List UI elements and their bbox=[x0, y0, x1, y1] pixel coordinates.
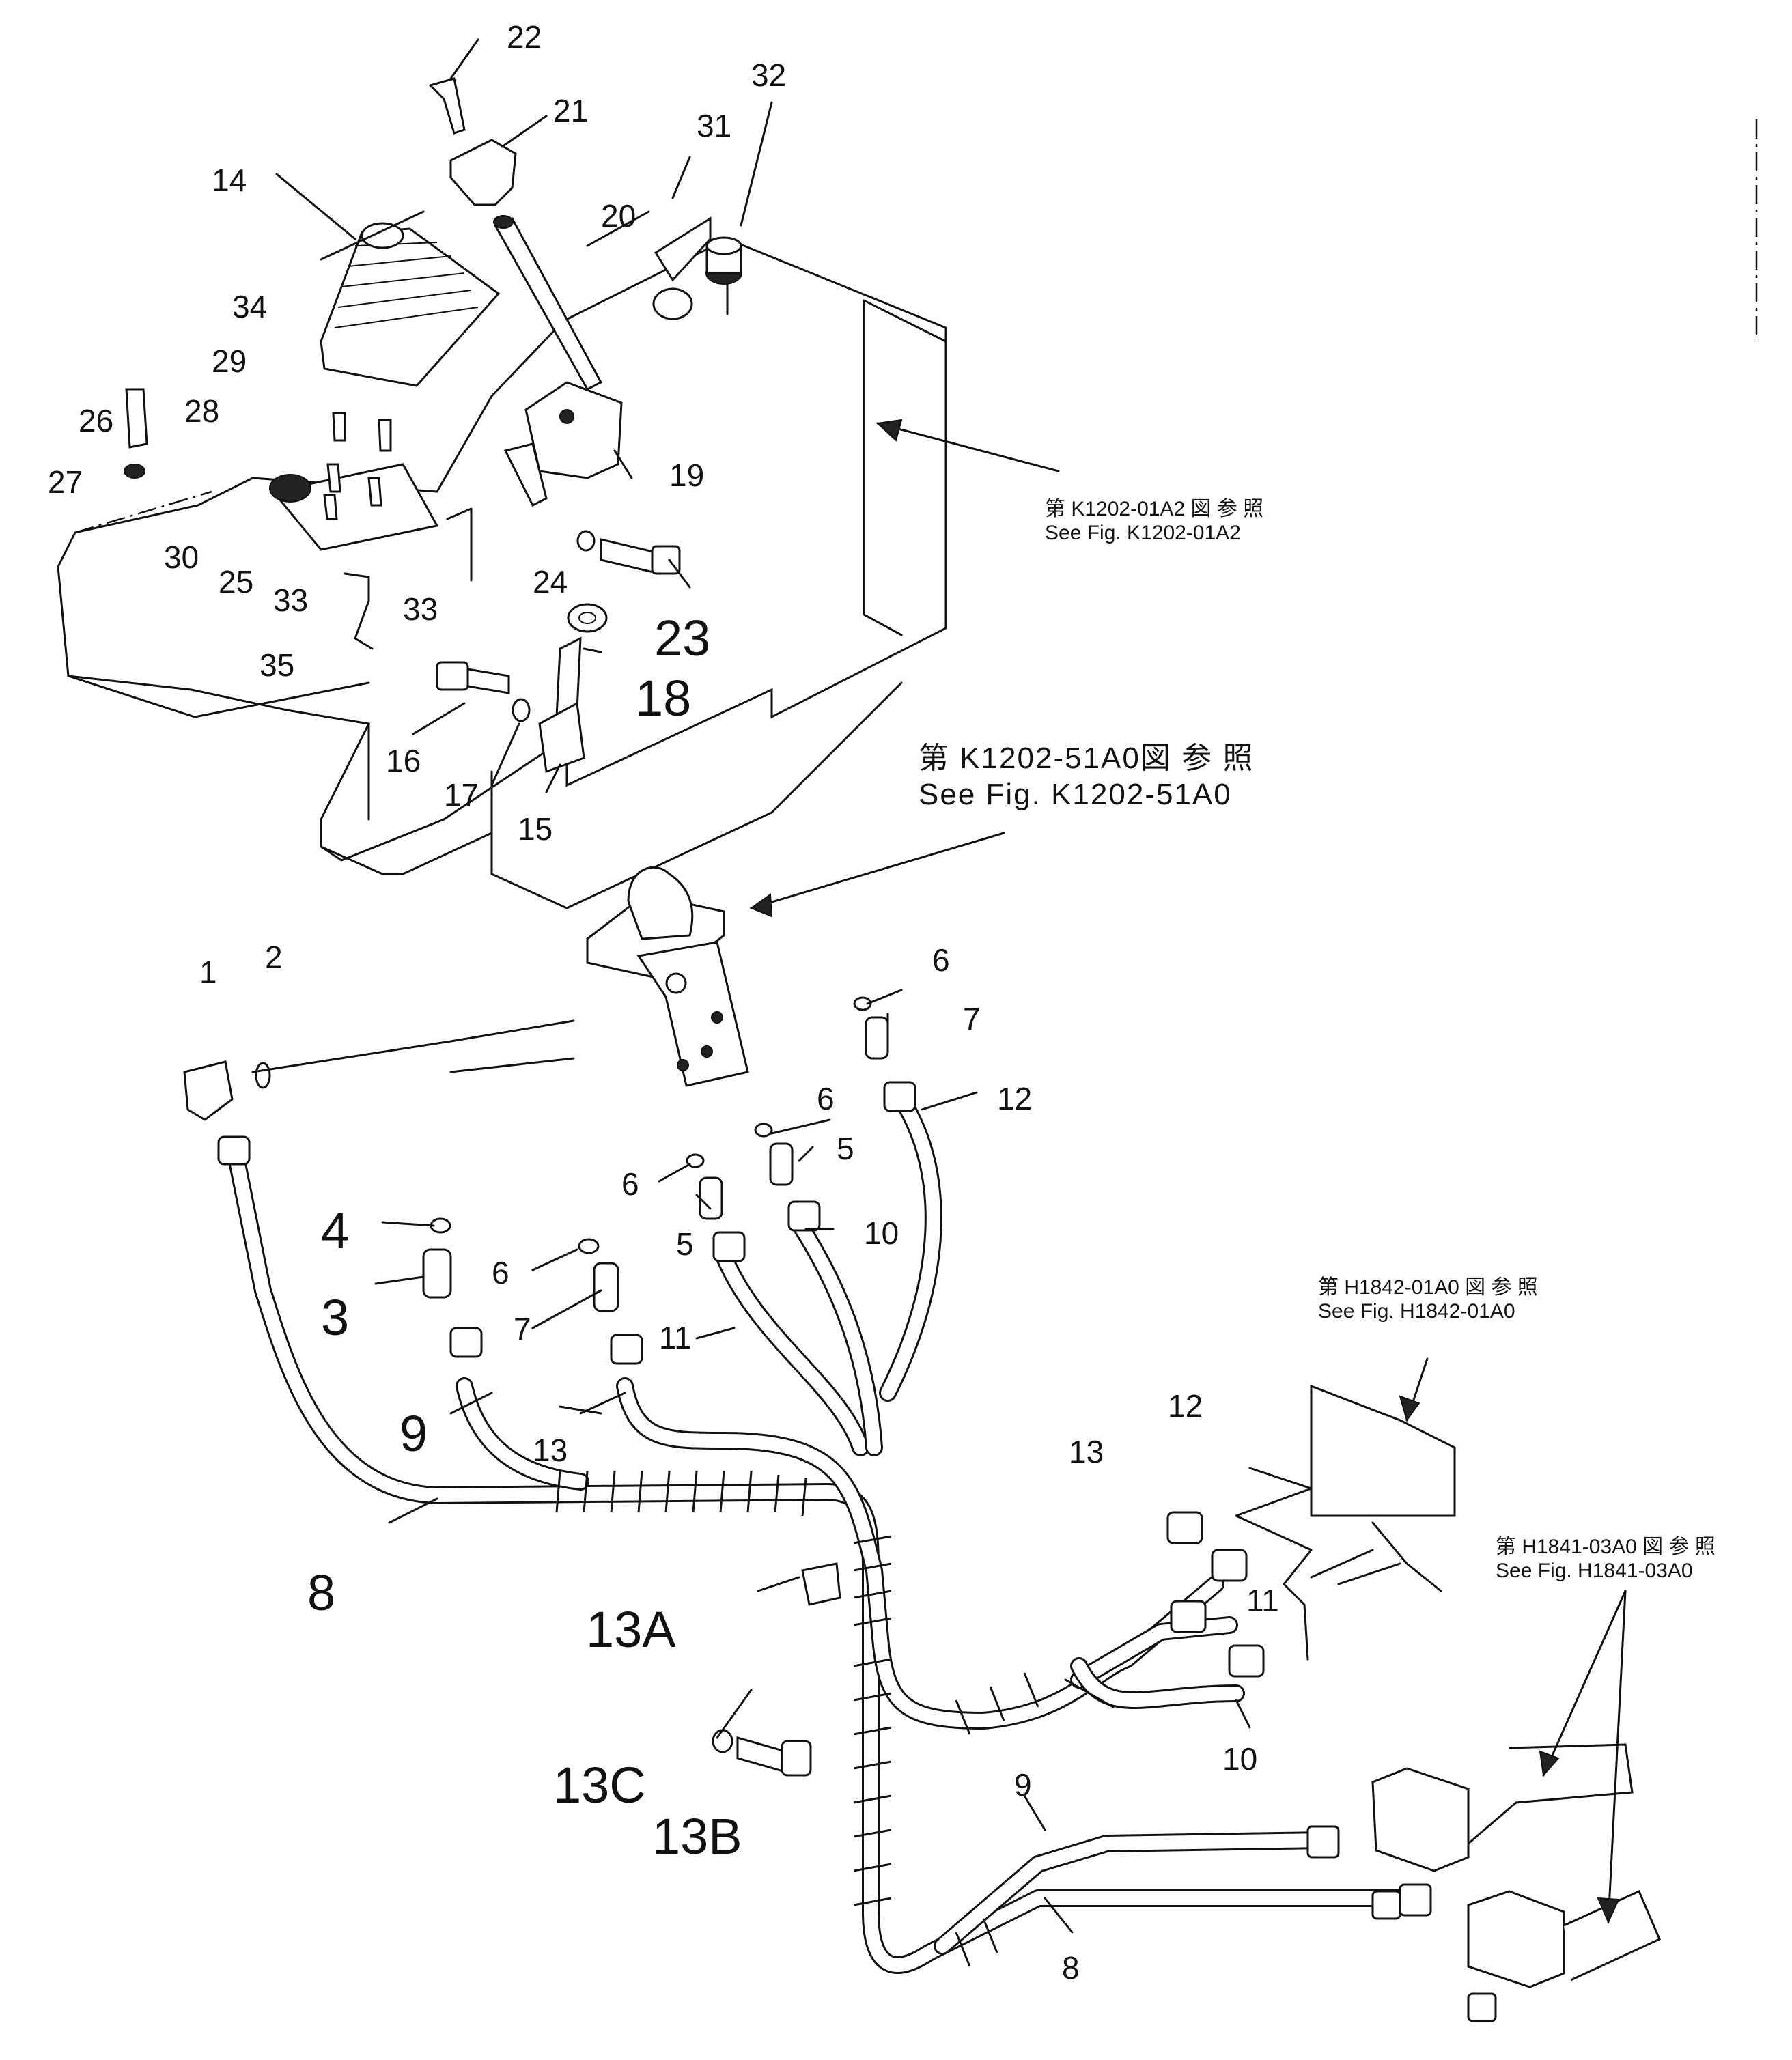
ppc-valve bbox=[586, 866, 749, 1087]
hose-bundle bbox=[227, 1090, 1423, 1974]
label-33a: 33 bbox=[273, 582, 308, 618]
bolt-13b bbox=[736, 1736, 812, 1777]
wire-35 bbox=[344, 572, 374, 650]
label-5a: 5 bbox=[837, 1131, 854, 1166]
label-13a: 13 bbox=[533, 1433, 568, 1468]
bolt-23 bbox=[600, 538, 681, 575]
bolt-16 bbox=[436, 661, 510, 694]
label-3: 3 bbox=[321, 1289, 349, 1346]
clip-13a bbox=[801, 1562, 841, 1606]
washer-13c bbox=[712, 1729, 733, 1753]
label-16: 16 bbox=[386, 743, 421, 778]
ref-k120251a0-jp: 第 K1202-51A0図 参 照 bbox=[919, 742, 1254, 775]
valve-upper bbox=[1371, 1743, 1634, 1920]
console-body bbox=[57, 238, 947, 909]
label-25: 25 bbox=[219, 564, 253, 599]
label-5b: 5 bbox=[676, 1226, 694, 1262]
label-6a: 6 bbox=[932, 942, 950, 978]
washer-24 bbox=[576, 530, 596, 552]
label-30: 30 bbox=[164, 539, 199, 575]
label-13b: 13 bbox=[1069, 1434, 1104, 1469]
label-18: 18 bbox=[635, 670, 691, 726]
label-6c: 6 bbox=[621, 1166, 639, 1202]
key-switch bbox=[652, 216, 712, 320]
valve-lower bbox=[1467, 1890, 1661, 2022]
spiral-wrap bbox=[555, 1471, 1039, 1967]
label-1: 1 bbox=[199, 955, 217, 990]
label-9a: 9 bbox=[400, 1405, 428, 1462]
ref-k120251a0-en: See Fig. K1202-51A0 bbox=[919, 778, 1232, 811]
nut-18 bbox=[567, 603, 608, 633]
reference-arrows bbox=[749, 419, 1620, 1924]
part-labels: 22 21 31 32 14 20 34 29 26 28 27 19 30 2… bbox=[48, 19, 1279, 1986]
label-2: 2 bbox=[265, 940, 283, 975]
label-28: 28 bbox=[184, 393, 219, 429]
filler-cap bbox=[705, 236, 742, 285]
panel-plate bbox=[269, 463, 439, 551]
label-4: 4 bbox=[321, 1202, 349, 1259]
ref-h184103a0-en: See Fig. H1841-03A0 bbox=[1496, 1560, 1693, 1582]
label-24: 24 bbox=[533, 564, 568, 599]
label-33b: 33 bbox=[403, 591, 438, 627]
label-35: 35 bbox=[260, 647, 294, 683]
ref-k120201a2-jp: 第 K1202-01A2 図 参 照 bbox=[1045, 498, 1263, 520]
label-11b: 11 bbox=[1246, 1583, 1279, 1618]
label-21: 21 bbox=[553, 93, 588, 128]
label-6b: 6 bbox=[817, 1081, 835, 1116]
label-12b: 12 bbox=[1168, 1388, 1203, 1424]
adapters-and-orings bbox=[422, 996, 916, 1365]
control-switch bbox=[503, 381, 623, 507]
label-31: 31 bbox=[697, 108, 731, 143]
label-26: 26 bbox=[79, 403, 113, 438]
label-8a: 8 bbox=[307, 1564, 335, 1621]
ref-h184201a0-en: See Fig. H1842-01A0 bbox=[1318, 1300, 1515, 1323]
label-27: 27 bbox=[48, 464, 83, 500]
label-32: 32 bbox=[751, 57, 786, 93]
lever-bracket bbox=[538, 636, 585, 774]
ref-k120201a2-en: See Fig. K1202-01A2 bbox=[1045, 522, 1241, 544]
label-22: 22 bbox=[507, 19, 542, 55]
right-end-fittings bbox=[1166, 1511, 1432, 1917]
label-13A: 13A bbox=[586, 1601, 676, 1658]
lever-rod bbox=[493, 215, 603, 391]
label-12a: 12 bbox=[997, 1081, 1032, 1116]
label-7b: 7 bbox=[514, 1311, 531, 1346]
label-23: 23 bbox=[654, 610, 710, 666]
clamp-bracket bbox=[449, 139, 517, 206]
lever-boot bbox=[320, 222, 501, 387]
ref-h184103a0-jp: 第 H1841-03A0 図 参 照 bbox=[1496, 1536, 1716, 1558]
label-10b: 10 bbox=[1222, 1741, 1257, 1777]
label-15: 15 bbox=[518, 811, 552, 847]
label-13C: 13C bbox=[553, 1757, 646, 1814]
bolt-26 bbox=[125, 388, 148, 449]
label-8b: 8 bbox=[1062, 1950, 1080, 1986]
reference-notes: 第 K1202-01A2 図 参 照 See Fig. K1202-01A2 第… bbox=[919, 498, 1716, 1582]
leader-lines bbox=[251, 38, 1627, 1934]
label-29: 29 bbox=[212, 343, 247, 379]
label-34: 34 bbox=[232, 289, 267, 324]
label-13B: 13B bbox=[652, 1808, 742, 1865]
label-10a: 10 bbox=[864, 1215, 899, 1251]
washer-17 bbox=[512, 698, 531, 722]
label-7a: 7 bbox=[963, 1001, 981, 1036]
label-20: 20 bbox=[601, 198, 636, 234]
label-19: 19 bbox=[669, 457, 704, 493]
label-6d: 6 bbox=[492, 1255, 509, 1290]
bolt-22 bbox=[428, 77, 466, 135]
mount-plate bbox=[1235, 1384, 1456, 1661]
ref-h184201a0-jp: 第 H1842-01A0 図 参 照 bbox=[1318, 1276, 1538, 1299]
label-11a: 11 bbox=[659, 1320, 692, 1355]
label-17: 17 bbox=[444, 777, 479, 813]
washer-27 bbox=[124, 464, 145, 479]
screws-29-34 bbox=[323, 412, 392, 520]
label-9b: 9 bbox=[1014, 1767, 1032, 1803]
label-14: 14 bbox=[212, 163, 247, 198]
elbow-fitting-1 bbox=[183, 1060, 271, 1166]
